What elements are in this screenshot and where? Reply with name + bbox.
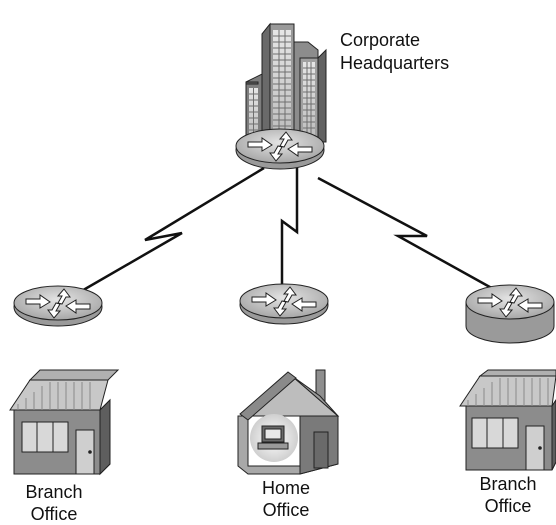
router-icon: [239, 283, 329, 325]
computer-icon: [257, 425, 289, 450]
serial-link-home: [280, 165, 299, 298]
building-icon: [245, 22, 327, 143]
home-office-label: Home: [261, 478, 310, 498]
hq-label: Headquarters: [340, 53, 450, 73]
branch-office-icon: [459, 369, 556, 471]
router-icon: [465, 284, 555, 344]
router-icon: [13, 285, 103, 327]
branch-office-icon: [9, 369, 120, 476]
branch-office-label: Branch: [25, 482, 83, 502]
branch-office-label: Branch: [479, 474, 537, 494]
wan-links: [65, 165, 507, 302]
router-icon: [235, 128, 325, 170]
home-office-icon: [237, 369, 340, 475]
serial-link-branch-right: [317, 176, 507, 298]
hq-label: Corporate: [340, 30, 421, 50]
serial-link-branch-left: [65, 166, 265, 302]
branch-office-label: Office: [484, 496, 532, 516]
branch-office-label: Office: [30, 504, 78, 524]
home-office-label: Office: [262, 500, 310, 520]
